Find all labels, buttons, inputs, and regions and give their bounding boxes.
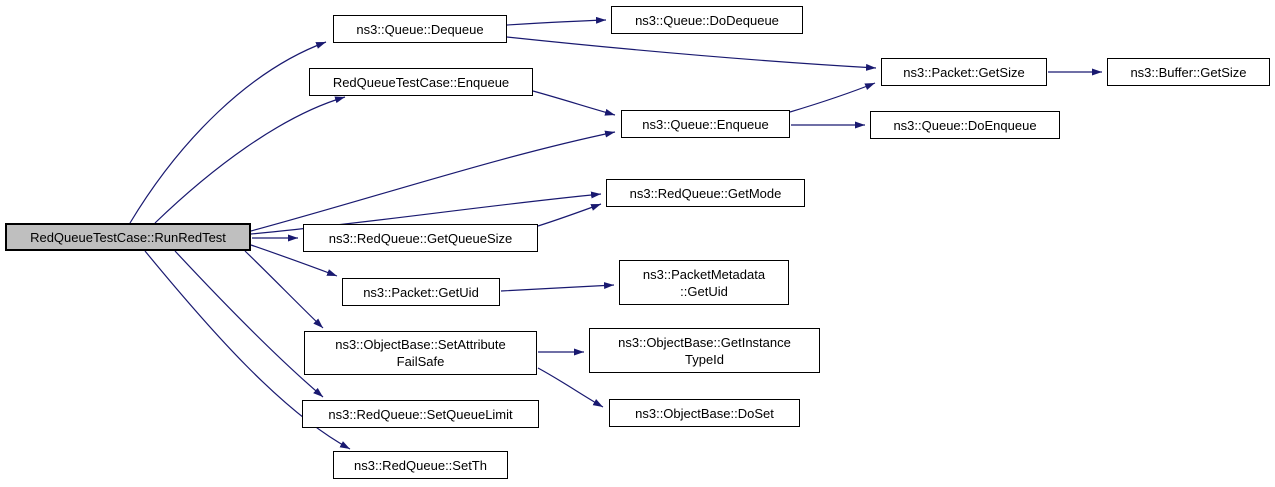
edge-runredtest-to-queue-enqueue: [250, 130, 616, 232]
edge-redqueuetestcase-enqueue-to-queue-enqueue: [532, 90, 616, 116]
node-queue-doenqueue[interactable]: ns3::Queue::DoEnqueue: [870, 111, 1060, 139]
node-queue-dodequeue[interactable]: ns3::Queue::DoDequeue: [611, 6, 803, 34]
node-packet-getuid[interactable]: ns3::Packet::GetUid: [342, 278, 500, 306]
node-packet-getsize[interactable]: ns3::Packet::GetSize: [881, 58, 1047, 86]
node-redqueue-setth[interactable]: ns3::RedQueue::SetTh: [333, 451, 508, 479]
edge-packet-getuid-to-packetmetadata-getuid: [500, 282, 615, 292]
edge-setattributefailsafe-to-objectbase-doset: [537, 367, 604, 408]
edge-queue-enqueue-to-packet-getsize: [789, 82, 876, 113]
edge-runredtest-to-queue-dequeue: [129, 41, 327, 224]
edge-queue-dequeue-to-queue-dodequeue: [506, 16, 607, 26]
edge-runredtest-to-setattributefailsafe: [244, 250, 324, 329]
edge-runredtest-to-redqueue-setqueuelimit: [174, 250, 324, 398]
edge-runredtest-to-redqueue-setth: [144, 250, 351, 450]
node-queue-dequeue[interactable]: ns3::Queue::Dequeue: [333, 15, 507, 43]
node-redqueue-setqueuelimit[interactable]: ns3::RedQueue::SetQueueLimit: [302, 400, 539, 428]
edge-runredtest-to-packet-getuid: [250, 244, 338, 277]
node-queue-enqueue[interactable]: ns3::Queue::Enqueue: [621, 110, 790, 138]
node-packetmetadata-getuid[interactable]: ns3::PacketMetadata ::GetUid: [619, 260, 789, 305]
edge-runredtest-to-redqueue-getmode: [250, 191, 602, 235]
node-redqueue-getqueuesize[interactable]: ns3::RedQueue::GetQueueSize: [303, 224, 538, 252]
edge-redqueue-getqueuesize-to-redqueue-getmode: [537, 203, 602, 227]
node-objectbase-doset[interactable]: ns3::ObjectBase::DoSet: [609, 399, 800, 427]
node-runredtest: RedQueueTestCase::RunRedTest: [5, 223, 251, 251]
node-buffer-getsize[interactable]: ns3::Buffer::GetSize: [1107, 58, 1270, 86]
node-redqueue-getmode[interactable]: ns3::RedQueue::GetMode: [606, 179, 805, 207]
node-redqueuetestcase-enqueue[interactable]: RedQueueTestCase::Enqueue: [309, 68, 533, 96]
edge-runredtest-to-redqueuetestcase-enqueue: [154, 96, 346, 224]
node-objectbase-setattributefailsafe[interactable]: ns3::ObjectBase::SetAttribute FailSafe: [304, 331, 537, 375]
edge-queue-dequeue-to-packet-getsize: [506, 36, 877, 71]
node-objectbase-getinstancetypeid[interactable]: ns3::ObjectBase::GetInstance TypeId: [589, 328, 820, 373]
